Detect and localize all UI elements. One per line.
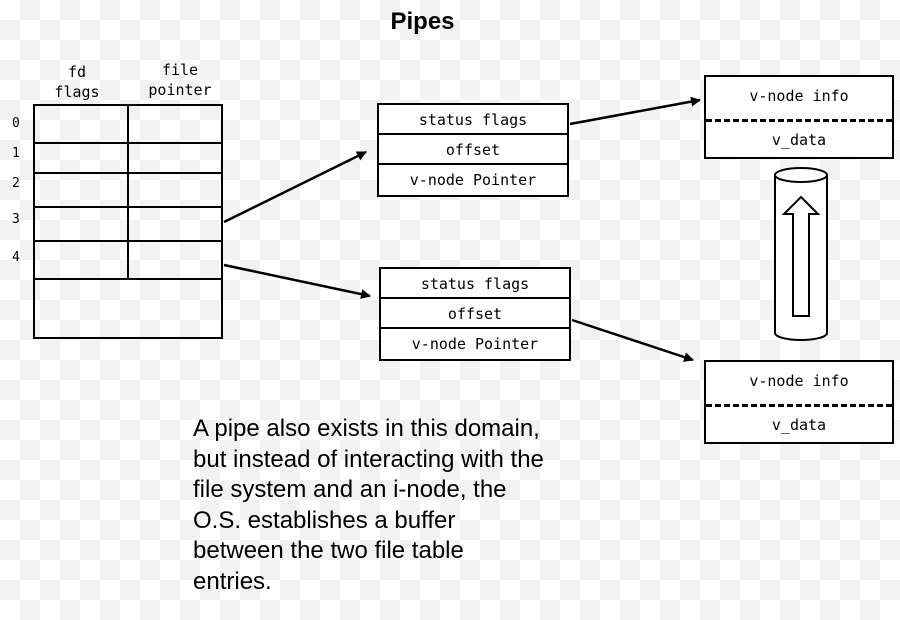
fd-number-4: 4 xyxy=(12,250,20,265)
offset-field: offset xyxy=(379,135,567,165)
description-line: entries. xyxy=(193,567,272,595)
description-line: O.S. establishes a buffer xyxy=(193,506,456,534)
vnode-pointer-field: v-node Pointer xyxy=(411,335,539,353)
file-pointer-header-line2: pointer xyxy=(148,81,212,99)
fd-number-3: 3 xyxy=(12,212,20,227)
vdata-label: v_data xyxy=(771,416,827,434)
fd-flags-header-line1: fd xyxy=(67,63,87,81)
dashed-divider xyxy=(706,119,892,122)
arrow-entry1-to-vnode1 xyxy=(569,96,701,126)
vnode-box-2: v-node info v_data xyxy=(704,360,894,444)
dashed-divider xyxy=(706,404,892,407)
description-line: file system and an i-node, the xyxy=(193,476,507,503)
arrow-fd4-to-entry2 xyxy=(223,263,371,300)
vnode-info-label: v-node info xyxy=(749,87,849,105)
description-line: A pipe also exists in this domain, xyxy=(193,415,540,442)
vnode-box-1: v-node info v_data xyxy=(704,75,894,159)
description-line: but instead of interacting with the xyxy=(193,445,544,473)
arrow-entry2-to-vnode2 xyxy=(571,318,694,362)
vnode-pointer-field: v-node Pointer xyxy=(409,171,537,189)
file-table-entry-1: status flags offset v-node Pointer xyxy=(377,103,569,197)
status-flags-field: status flags xyxy=(381,269,569,299)
description-text: A pipe also exists in this domain, but i… xyxy=(193,414,593,597)
fd-number-0: 0 xyxy=(12,116,20,131)
vdata-label: v_data xyxy=(771,131,827,149)
fd-flags-header-line2: flags xyxy=(54,83,100,101)
up-arrow-icon xyxy=(781,195,821,317)
status-flags-field: status flags xyxy=(379,105,567,135)
description-line: between the two file table xyxy=(193,537,464,564)
arrow-fd3-to-entry1 xyxy=(223,150,367,224)
vnode-info-label: v-node info xyxy=(749,372,849,390)
offset-field: offset xyxy=(381,299,569,329)
fd-number-1: 1 xyxy=(12,146,20,161)
fd-table xyxy=(33,104,223,339)
fd-number-2: 2 xyxy=(12,176,20,191)
fd-flags-header: fd flags xyxy=(46,62,108,102)
file-pointer-header: file pointer xyxy=(138,60,222,100)
fd-table-row xyxy=(35,240,221,280)
file-table-entry-2: status flags offset v-node Pointer xyxy=(379,267,571,361)
page-title: Pipes xyxy=(390,8,455,35)
file-pointer-header-line1: file xyxy=(161,61,199,79)
